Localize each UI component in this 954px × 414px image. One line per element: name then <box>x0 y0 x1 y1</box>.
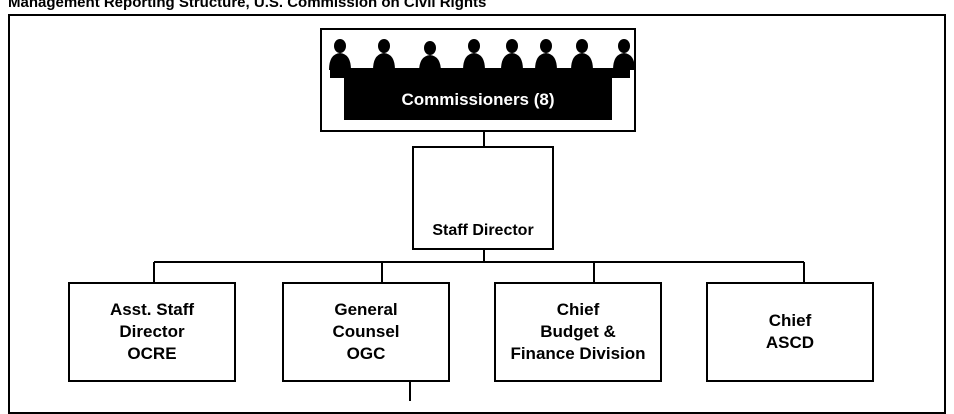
unit-box-ogc: General Counsel OGC <box>282 282 450 382</box>
unit-box-ocre: Asst. Staff Director OCRE <box>68 282 236 382</box>
unit-label-budget-finance: Chief Budget & Finance Division <box>510 300 646 363</box>
commissioners-silhouettes-icon <box>329 39 635 120</box>
unit-box-budget-finance: Chief Budget & Finance Division <box>494 282 662 382</box>
unit-box-ascd: Chief ASCD <box>706 282 874 382</box>
commissioners-label: Commissioners (8) <box>401 90 555 109</box>
staff-director-box <box>412 146 554 250</box>
staff-director-label: Staff Director <box>432 222 534 239</box>
unit-label-ocre: Asst. Staff Director OCRE <box>109 300 195 363</box>
unit-label-ascd: Chief ASCD <box>765 311 815 352</box>
diagram-title: Management Reporting Structure, U.S. Com… <box>8 0 487 11</box>
connector-lines <box>153 132 805 401</box>
unit-label-ogc: General Counsel OGC <box>332 300 400 363</box>
